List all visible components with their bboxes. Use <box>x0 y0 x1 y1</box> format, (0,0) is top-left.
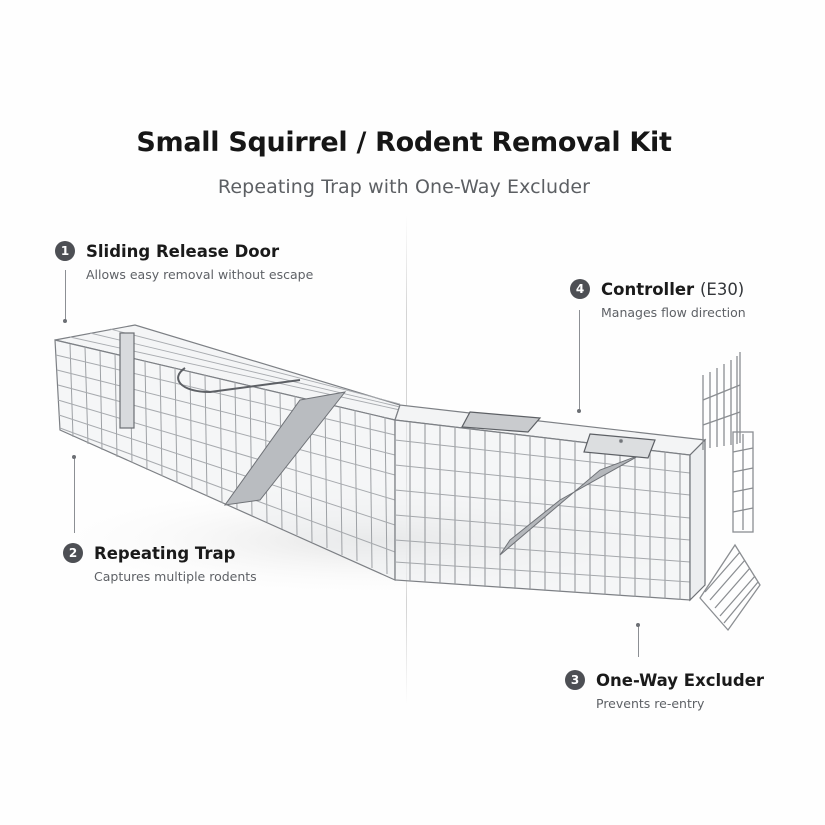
callout-description: Captures multiple rodents <box>94 569 257 584</box>
leader-line-2 <box>74 458 75 533</box>
leader-dot-4 <box>577 409 581 413</box>
cage-trap-illustration <box>40 324 761 632</box>
callout-one-way-excluder: 3 One-Way Excluder Prevents re-entry <box>565 670 764 711</box>
page-subtitle: Repeating Trap with One-Way Excluder <box>217 176 591 198</box>
callout-label: One-Way Excluder <box>596 670 765 690</box>
internal-ramp <box>223 391 347 506</box>
carry-handle <box>177 367 301 394</box>
number-badge-2: 2 <box>63 543 83 563</box>
page-title: Small Squirrel / Rodent Removal Kit <box>136 127 672 158</box>
leader-dot-1 <box>63 319 67 323</box>
callout-controller: 4 Controller (E30) Manages flow directio… <box>570 279 746 320</box>
number-badge-3: 3 <box>565 670 585 690</box>
sliding-release-door <box>119 332 135 429</box>
leader-line-4 <box>579 310 580 410</box>
number-badge-1: 1 <box>55 241 75 261</box>
callout-description: Manages flow direction <box>601 305 746 320</box>
leader-line-3 <box>638 625 639 657</box>
controller-model: (E30) <box>699 279 745 299</box>
callout-label: Sliding Release Door <box>86 241 280 261</box>
controller-cage <box>394 404 707 602</box>
callout-sliding-release-door: 1 Sliding Release Door Allows easy remov… <box>55 241 313 282</box>
top-plate <box>461 411 542 433</box>
controller-e30-box <box>583 433 656 459</box>
number-badge-4: 4 <box>570 279 590 299</box>
callout-label-text: Controller <box>601 279 695 299</box>
leader-dot-2 <box>72 455 76 459</box>
one-way-excluder <box>699 352 761 632</box>
leader-line-1 <box>65 270 66 320</box>
repeating-trap-cage <box>54 324 401 581</box>
callout-description: Allows easy removal without escape <box>86 267 314 282</box>
callout-label: Repeating Trap <box>94 543 236 563</box>
callout-label: Controller (E30) <box>601 280 744 299</box>
callout-repeating-trap: 2 Repeating Trap Captures multiple roden… <box>63 543 257 584</box>
callout-description: Prevents re-entry <box>596 696 705 711</box>
leader-dot-3 <box>636 623 640 627</box>
